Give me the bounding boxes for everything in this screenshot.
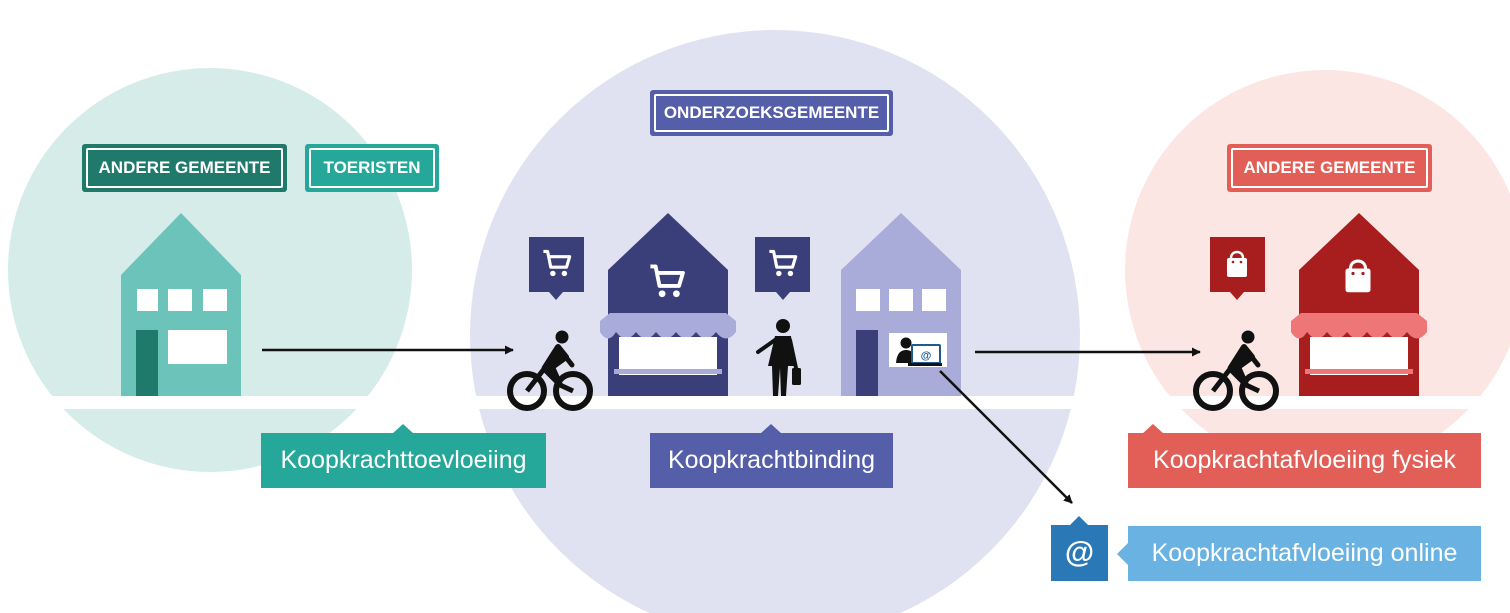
at-sign-icon: @ [1064,536,1095,569]
right-municipality-tag: ANDERE GEMEENTE [1227,144,1432,192]
outflow-online-arrow [939,370,1073,504]
left-house [121,213,241,396]
binding-label-notch [760,424,782,434]
laptop-at-symbol: @ [921,350,932,362]
research-municipality-circle [470,30,1080,613]
left-municipality-tag-text: ANDERE GEMEENTE [86,148,283,188]
inflow-label: Koopkrachttoevloeiing [261,433,546,488]
at-box-notch [1069,516,1089,526]
red-shop [1291,213,1427,396]
physical-label-notch [1142,424,1164,434]
bubble-bag-cyclist [1210,237,1265,300]
inflow-label-notch [392,424,414,434]
tourists-tag-text: TOERISTEN [309,148,435,188]
tourists-tag: TOERISTEN [305,144,439,192]
navy-shop [600,213,736,396]
outflow-physical-label: Koopkrachtafvloeiing fysiek [1128,433,1481,488]
bubble-cart-pedestrian [755,237,810,300]
pedestrian-icon [756,319,801,396]
right-municipality-tag-text: ANDERE GEMEENTE [1231,148,1428,188]
at-box [1051,525,1108,581]
street-line [0,396,1510,409]
research-municipality-tag-text: ONDERZOEKSGEMEENTE [654,94,889,132]
online-label-notch [1117,543,1128,565]
binding-label: Koopkrachtbinding [650,433,893,488]
left-municipality-tag: ANDERE GEMEENTE [82,144,287,192]
laptop-user-icon [896,337,942,366]
outflow-online-label: Koopkrachtafvloeiing online [1128,526,1481,581]
bubble-cart-cyclist [529,237,584,300]
research-municipality-tag: ONDERZOEKSGEMEENTE [650,90,893,136]
